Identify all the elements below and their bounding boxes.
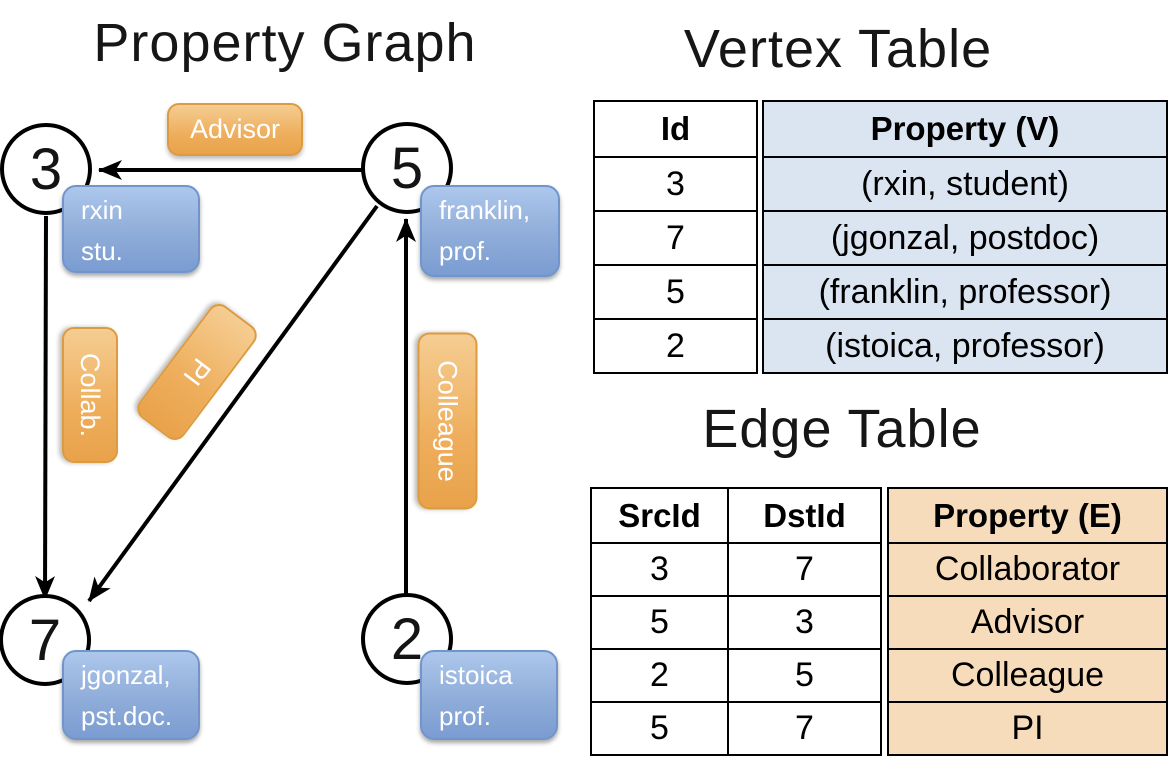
edge-table-title: Edge Table — [702, 399, 982, 459]
property-graph-title: Property Graph — [93, 13, 477, 73]
vertex-circle-2: 2 — [361, 593, 453, 685]
vertex-table-cell: 7 — [595, 210, 756, 264]
vertex-property-line: franklin, — [439, 195, 531, 225]
vertex-property-box-jgonzal: jgonzal, pst.doc. — [62, 650, 200, 740]
edge-table-header-dstid: DstId — [727, 489, 880, 542]
vertex-table-cell: (rxin, student) — [764, 156, 1166, 210]
vertex-table-title: Vertex Table — [683, 19, 993, 79]
vertex-property-line: istoica — [439, 660, 513, 690]
vertex-circle-5: 5 — [361, 122, 453, 214]
vertex-table-property-column: Property (V) (rxin, student) (jgonzal, p… — [762, 100, 1168, 374]
edge-table-cell: Advisor — [889, 595, 1166, 648]
vertex-table-id-column: Id 3 7 5 2 — [593, 100, 758, 374]
vertex-table-header-id: Id — [660, 110, 691, 147]
edge-table-id-columns: SrcId DstId 3 7 5 3 2 5 5 7 — [590, 487, 882, 756]
vertex-table-cell: 3 — [595, 156, 756, 210]
vertex-property-box-franklin: franklin, prof. — [420, 185, 560, 277]
edge-table-cell: 7 — [727, 701, 880, 754]
edge-table-cell: Collaborator — [889, 542, 1166, 595]
edge-table-cell: 7 — [727, 542, 880, 595]
vertex-property-line: prof. — [439, 236, 492, 266]
edge-table-cell: Colleague — [889, 648, 1166, 701]
edge-label-collab: Collab. — [62, 327, 118, 463]
edge-table-cell: 5 — [727, 648, 880, 701]
vertex-property-line: jgonzal, — [81, 660, 171, 690]
edge-table-cell: 3 — [592, 542, 727, 595]
vertex-property-line: pst.doc. — [81, 701, 173, 731]
edge-label-colleague: Colleague — [417, 332, 478, 510]
vertex-property-line: prof. — [439, 701, 492, 731]
vertex-table-cell: (istoica, professor) — [764, 318, 1166, 372]
edge-table-cell: 5 — [592, 701, 727, 754]
edge-collab-3-to-7 — [35, 215, 56, 600]
edge-table-cell: 3 — [727, 595, 880, 648]
edge-label-advisor: Advisor — [167, 103, 303, 156]
edge-table-header-srcid: SrcId — [618, 496, 701, 534]
vertex-property-line: stu. — [81, 236, 123, 266]
vertex-table-cell: (jgonzal, postdoc) — [764, 210, 1166, 264]
vertex-table-cell: (franklin, professor) — [764, 264, 1166, 318]
vertex-id: 2 — [390, 606, 424, 672]
property-graph-canvas — [35, 160, 416, 603]
edge-table-header-property: Property (E) — [889, 489, 1166, 542]
edge-table-cell: PI — [889, 701, 1166, 754]
vertex-id: 7 — [28, 607, 62, 673]
vertex-table-cell: 2 — [595, 318, 756, 372]
edge-table-cell: 5 — [592, 595, 727, 648]
vertex-id: 5 — [390, 135, 424, 201]
vertex-property-box-istoica: istoica prof. — [420, 650, 558, 740]
vertex-property-box-rxin: rxin stu. — [62, 185, 200, 273]
edge-table-property-column: Property (E) Collaborator Advisor Collea… — [887, 487, 1168, 756]
vertex-table-cell: 5 — [595, 264, 756, 318]
edge-table-cell: 2 — [592, 648, 727, 701]
vertex-table-header-property: Property (V) — [764, 102, 1166, 156]
vertex-id: 3 — [29, 136, 63, 202]
vertex-property-line: rxin — [81, 195, 123, 225]
edge-pi-5-to-7 — [87, 204, 379, 603]
